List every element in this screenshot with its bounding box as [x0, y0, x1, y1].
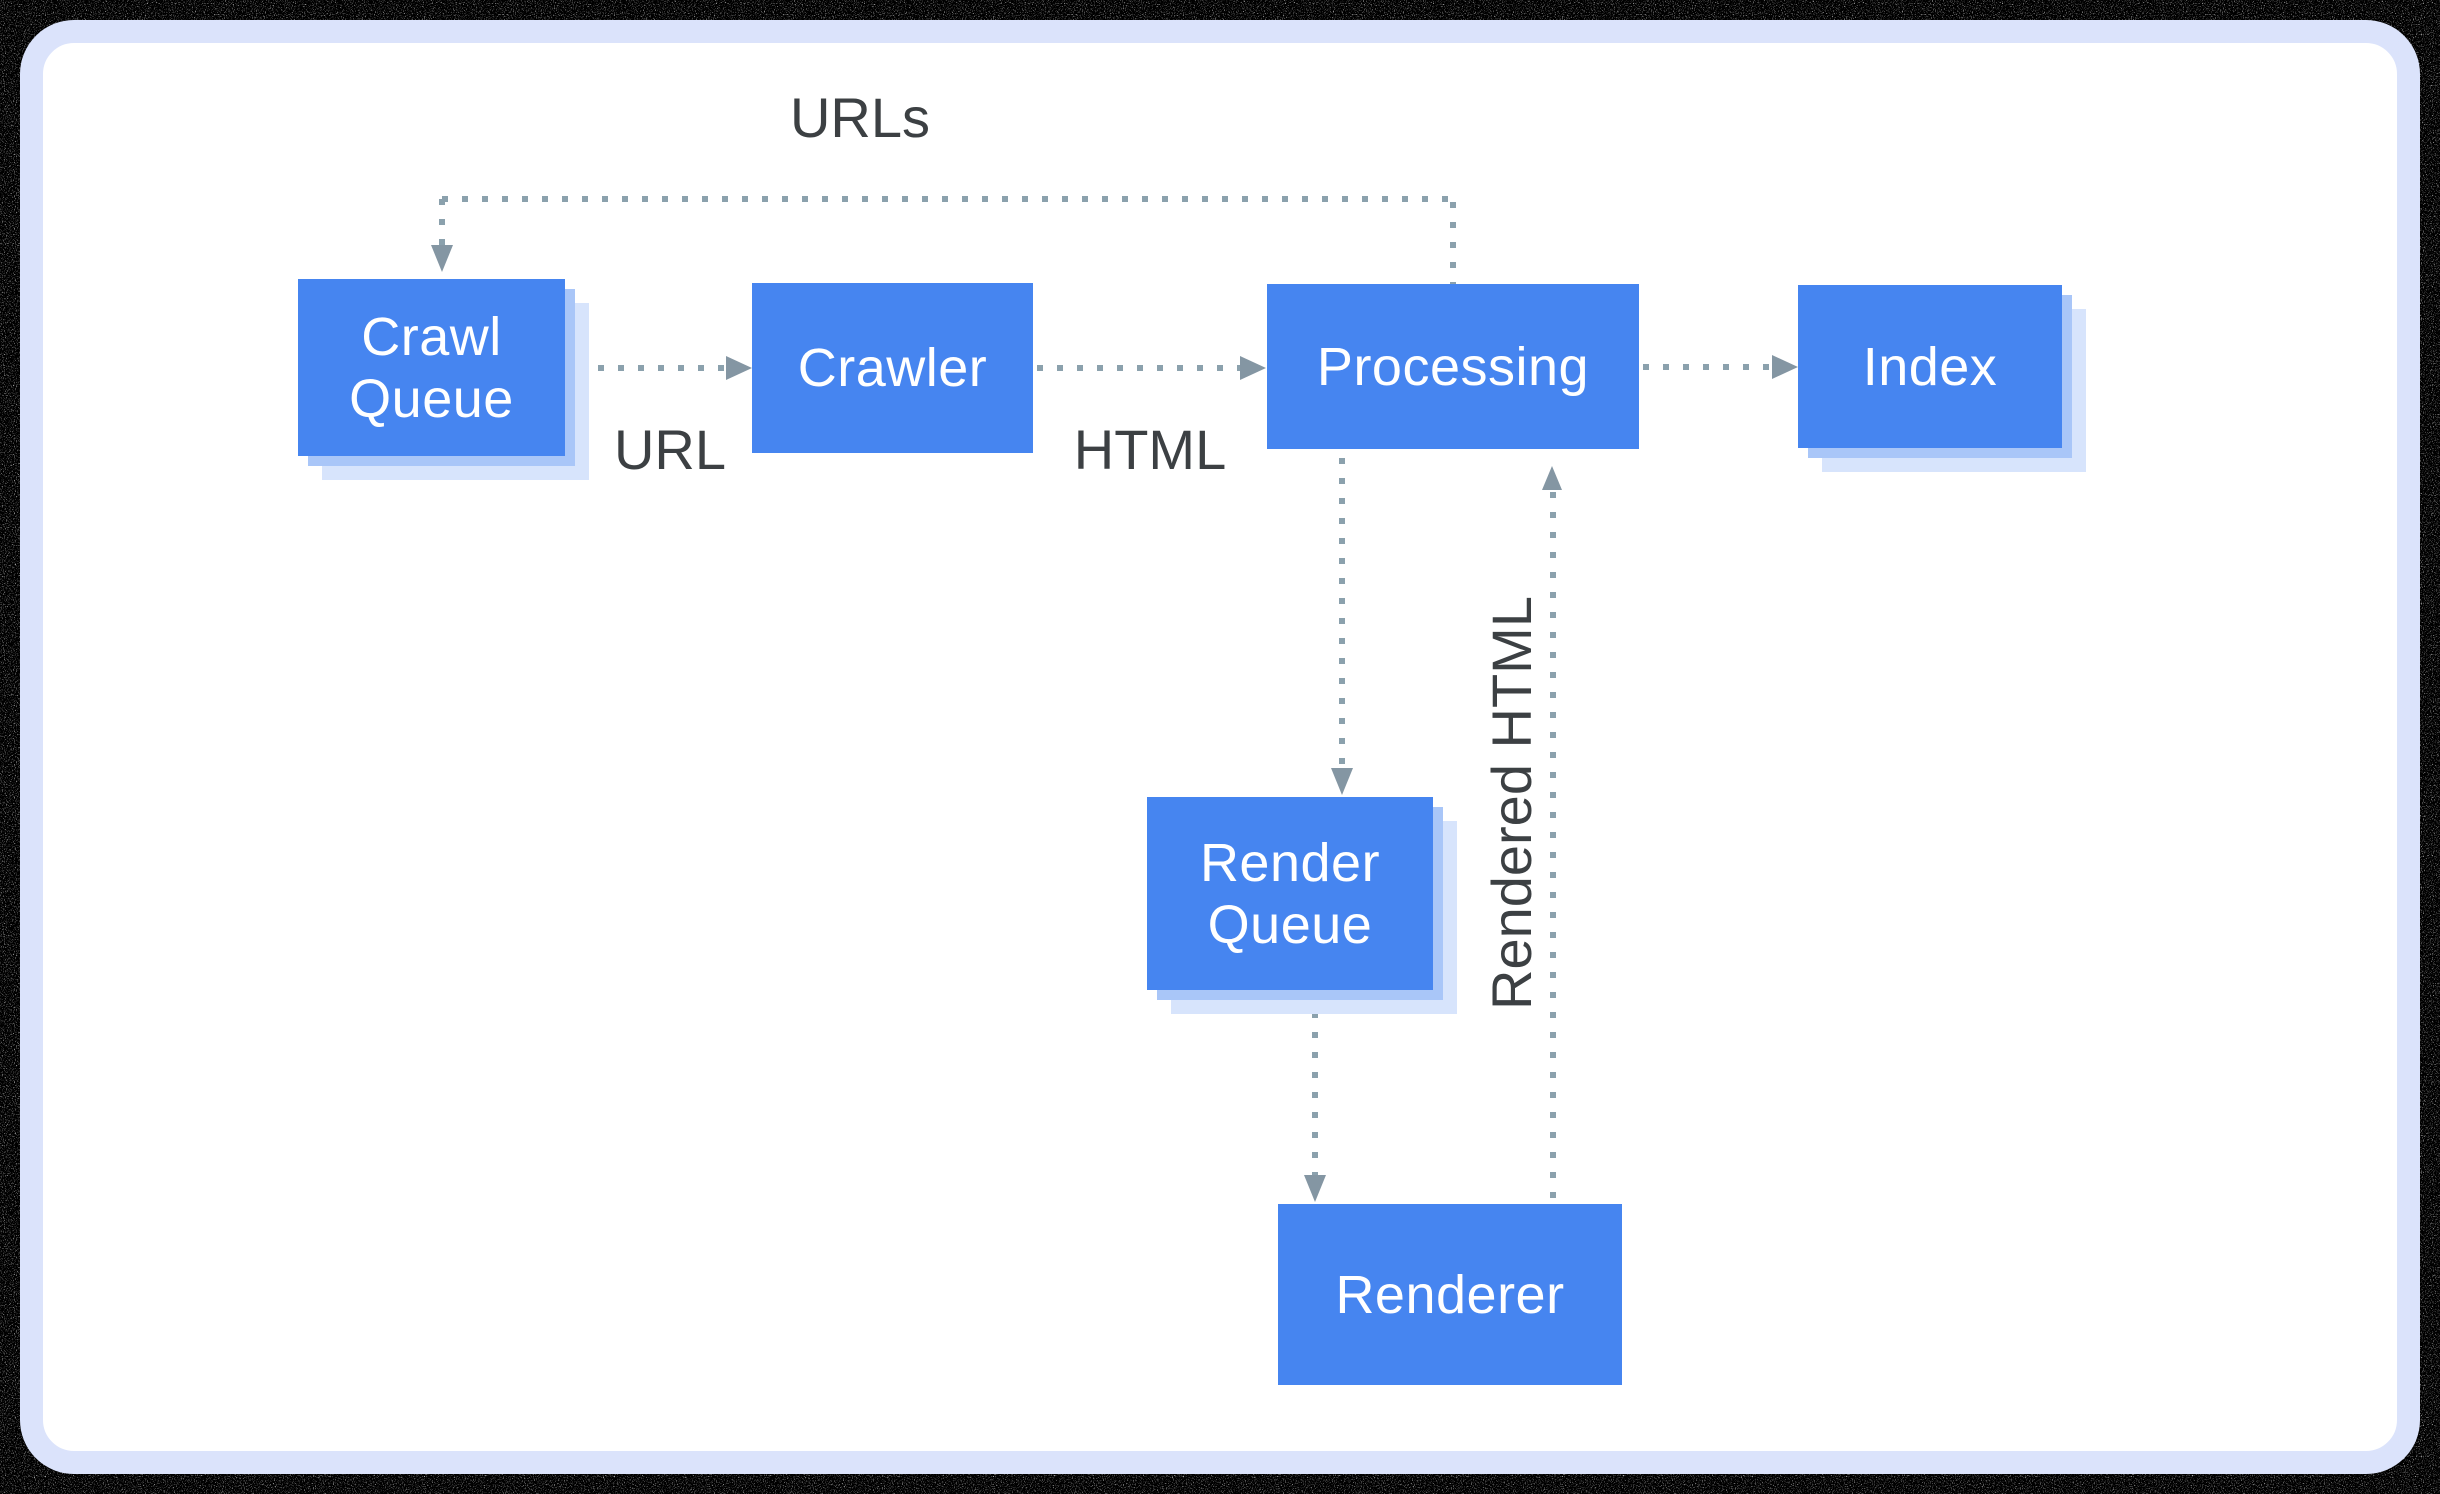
label-urls: URLs: [789, 86, 931, 149]
arrowhead-into-index: [1772, 355, 1798, 379]
edge-feedback-horizontal: [442, 196, 1453, 202]
arrowhead-into-renderer: [1304, 1175, 1326, 1202]
node-processing: Processing: [1267, 284, 1639, 449]
arrowhead-into-crawl-queue: [431, 245, 453, 272]
edge-crawl-queue-to-crawler: [598, 365, 726, 371]
node-renderer: Renderer: [1278, 1204, 1622, 1385]
node-label: Crawler: [797, 338, 988, 398]
node-crawl-queue: Crawl Queue: [298, 279, 565, 456]
node-label: Crawl Queue: [349, 306, 514, 429]
arrowhead-into-processing-bottom: [1542, 466, 1562, 490]
node-index: Index: [1798, 285, 2062, 448]
edge-processing-to-render-queue: [1339, 458, 1345, 768]
arrowhead-into-crawler: [726, 356, 752, 380]
node-label: Index: [1862, 336, 1998, 397]
node-render-queue: Render Queue: [1147, 797, 1433, 990]
node-label: Processing: [1316, 336, 1590, 397]
edge-renderer-to-processing: [1550, 492, 1556, 1204]
arrowhead-into-processing: [1240, 356, 1266, 380]
edge-render-queue-to-renderer: [1312, 1012, 1318, 1175]
label-html: HTML: [1073, 418, 1227, 481]
node-label: Render Queue: [1199, 832, 1381, 955]
edge-crawler-to-processing: [1037, 365, 1240, 371]
label-url: URL: [613, 418, 727, 481]
node-crawler: Crawler: [752, 283, 1033, 453]
diagram-card: [20, 20, 2420, 1474]
edge-feedback-left-drop: [439, 199, 445, 245]
arrowhead-into-render-queue: [1331, 768, 1353, 795]
edge-processing-to-index: [1643, 364, 1772, 370]
node-label: Renderer: [1335, 1264, 1565, 1325]
label-rendered-html: Rendered HTML: [1480, 596, 1543, 1010]
edge-feedback-processing-riser: [1450, 202, 1456, 284]
